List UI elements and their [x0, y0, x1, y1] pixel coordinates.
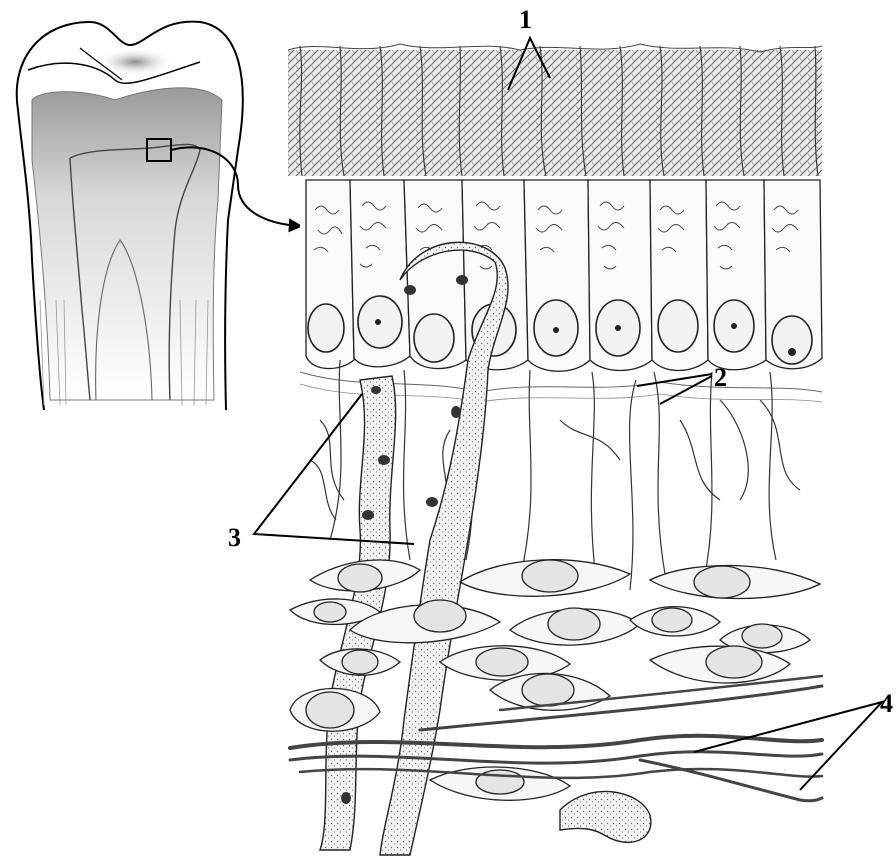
vessel-loop	[560, 791, 651, 842]
predentin-layer	[288, 44, 822, 176]
label-2: 2	[714, 363, 727, 392]
label-1: 1	[519, 5, 532, 34]
label-3: 3	[228, 523, 241, 552]
label-4: 4	[880, 689, 893, 718]
magnified-tissue	[288, 44, 822, 855]
odontoblast-layer	[300, 176, 822, 402]
tooth-dentin	[32, 88, 222, 400]
leader-4	[694, 702, 882, 790]
tooth-cusp-shading	[95, 48, 175, 76]
tooth-inset	[17, 22, 300, 410]
